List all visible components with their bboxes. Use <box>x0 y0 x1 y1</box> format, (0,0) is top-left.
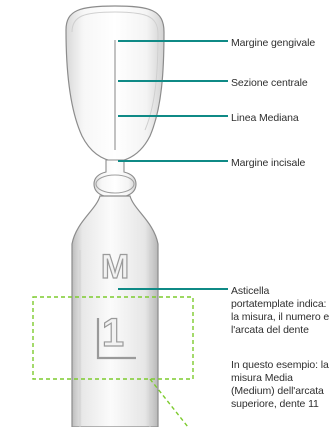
label-incisal-margin: Margine incisale <box>231 157 333 170</box>
label-central-section: Sezione centrale <box>231 77 333 90</box>
label-handle-description: Asticella portatemplate indica: la misur… <box>231 285 333 337</box>
label-median-line: Linea Mediana <box>231 112 333 125</box>
size-mark: M <box>101 248 129 286</box>
label-gingival-margin: Margine gengivale <box>231 37 333 50</box>
label-example-description: In questo esempio: la misura Media (Medi… <box>231 359 333 411</box>
tooth-number-mark: 1 <box>102 311 124 355</box>
